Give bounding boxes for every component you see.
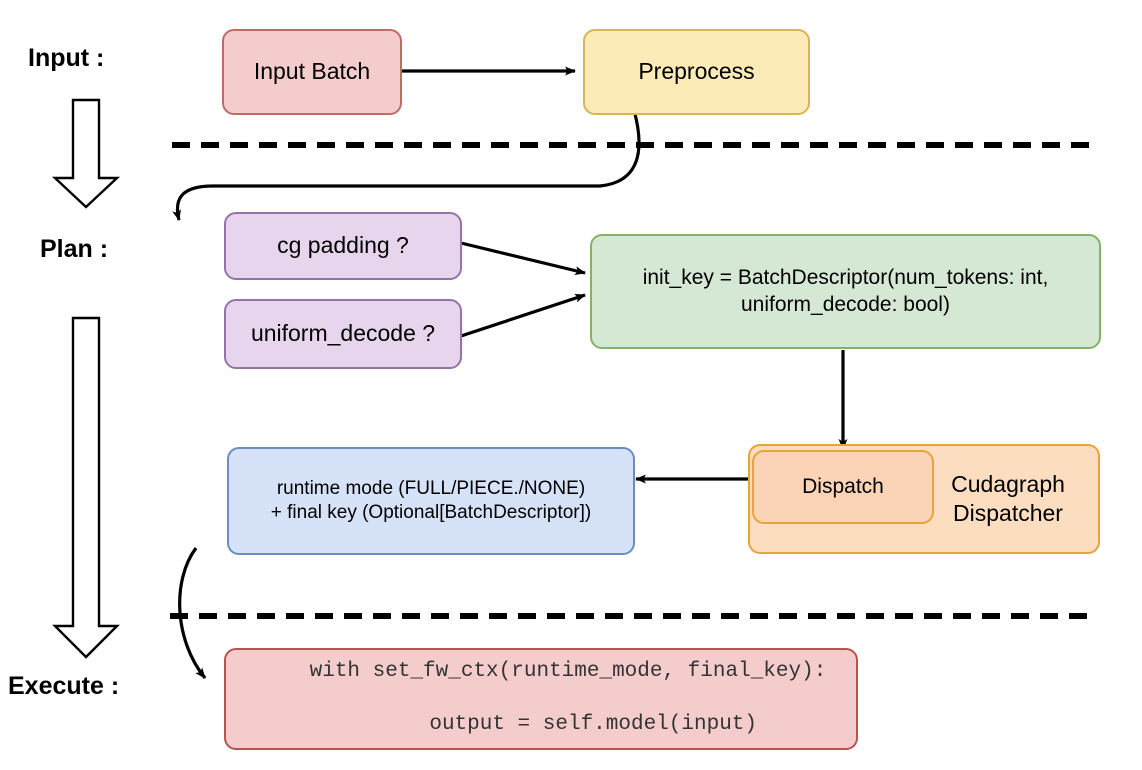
node-runtime-mode-line1: runtime mode (FULL/PIECE./NONE)	[276, 477, 586, 499]
node-execute-code-line1: with set_fw_ctx(runtime_mode, final_key)…	[309, 659, 827, 683]
node-execute-code-line2: output = self.model(input)	[378, 713, 757, 737]
stage-label-execute: Execute :	[8, 672, 120, 700]
edge-uniform-decode-to-init-key	[460, 293, 586, 338]
node-uniform-decode-label: uniform_decode ?	[250, 320, 436, 347]
node-dispatch-label: Dispatch	[802, 474, 884, 498]
edge-runtime-mode-to-execute-code	[178, 547, 207, 680]
node-execute-code[interactable]: with set_fw_ctx(runtime_mode, final_key)…	[224, 648, 858, 750]
node-runtime-mode-line2: + final key (Optional[BatchDescriptor])	[270, 502, 592, 523]
node-runtime-mode[interactable]: runtime mode (FULL/PIECE./NONE) + final …	[227, 447, 635, 555]
node-init-key-line2: uniform_decode: bool)	[741, 292, 950, 316]
stage-label-plan: Plan :	[40, 235, 109, 263]
node-init-key[interactable]: init_key = BatchDescriptor(num_tokens: i…	[590, 234, 1101, 349]
edge-preprocess-to-cg-padding	[172, 113, 641, 221]
stage-label-input: Input :	[28, 44, 105, 72]
edge-cg-padding-to-init-key	[460, 241, 586, 276]
node-cudagraph-dispatcher-line2: Dispatcher	[953, 500, 1063, 526]
node-dispatch[interactable]: Dispatch	[752, 450, 934, 524]
node-cg-padding-label: cg padding ?	[277, 232, 409, 259]
node-uniform-decode[interactable]: uniform_decode ?	[224, 299, 462, 369]
node-input-batch-label: Input Batch	[253, 58, 371, 85]
plan-to-execute-arrow	[52, 316, 120, 659]
input-to-plan-arrow	[51, 98, 121, 209]
node-cg-padding[interactable]: cg padding ?	[224, 212, 462, 280]
node-input-batch[interactable]: Input Batch	[222, 29, 402, 115]
node-init-key-line1: init_key = BatchDescriptor(num_tokens: i…	[642, 265, 1049, 289]
node-preprocess[interactable]: Preprocess	[583, 29, 810, 115]
node-preprocess-label: Preprocess	[638, 58, 755, 85]
node-cudagraph-dispatcher-line1: Cudagraph	[951, 470, 1065, 497]
